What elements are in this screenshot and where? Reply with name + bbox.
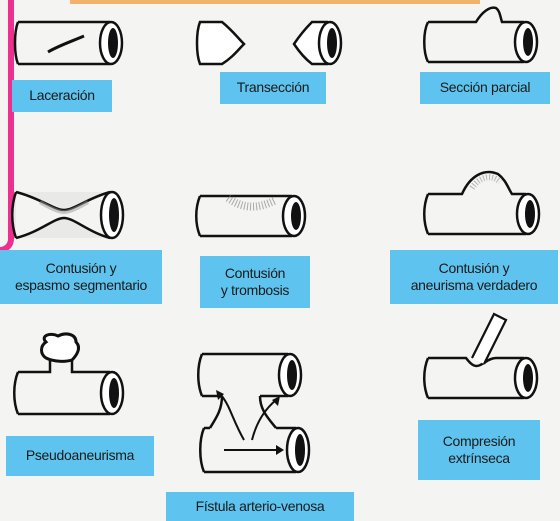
- label-compresion: Compresión extrínseca: [418, 420, 540, 480]
- label-fistula-text: Fístula arterio-venosa: [196, 498, 325, 516]
- label-contusion-aneurisma-line1: Contusión y: [439, 260, 510, 278]
- label-pseudoaneurisma: Pseudoaneurisma: [6, 436, 154, 476]
- label-contusion-espasmo: Contusión y espasmo segmentario: [0, 250, 162, 304]
- label-seccion-parcial-text: Sección parcial: [440, 79, 530, 97]
- label-fistula: Fístula arterio-venosa: [166, 492, 354, 521]
- label-contusion-espasmo-line1: Contusión y: [46, 260, 117, 278]
- transection-vessel-illustration: [192, 8, 357, 70]
- pseudoaneurysm-vessel-illustration: [10, 332, 135, 424]
- label-compresion-line1: Compresión: [443, 433, 515, 451]
- label-contusion-aneurisma-line2: aneurisma verdadero: [411, 277, 538, 295]
- label-transeccion-text: Transección: [237, 79, 309, 97]
- contusion-spasm-vessel-illustration: [10, 180, 135, 246]
- label-contusion-trombosis: Contusión y trombosis: [200, 256, 310, 308]
- label-contusion-trombosis-line2: y trombosis: [221, 282, 289, 300]
- label-transeccion: Transección: [220, 72, 326, 104]
- laceration-vessel-illustration: [12, 8, 127, 70]
- partial-section-vessel-illustration: [420, 2, 550, 66]
- contusion-thrombosis-vessel-illustration: [192, 186, 317, 244]
- label-contusion-trombosis-line1: Contusión: [225, 265, 285, 283]
- top-accent-bar: [70, 0, 480, 4]
- label-compresion-line2: extrínseca: [448, 450, 510, 468]
- label-contusion-aneurisma: Contusión y aneurisma verdadero: [390, 250, 558, 304]
- label-pseudoaneurisma-text: Pseudoaneurisma: [26, 447, 134, 465]
- external-compression-vessel-illustration: [420, 310, 550, 410]
- label-seccion-parcial: Sección parcial: [420, 72, 550, 104]
- contusion-aneurysm-vessel-illustration: [420, 160, 550, 242]
- label-contusion-espasmo-line2: espasmo segmentario: [15, 277, 147, 295]
- label-laceracion: Laceración: [12, 80, 112, 112]
- av-fistula-vessel-illustration: [192, 340, 322, 484]
- label-laceracion-text: Laceración: [29, 87, 95, 105]
